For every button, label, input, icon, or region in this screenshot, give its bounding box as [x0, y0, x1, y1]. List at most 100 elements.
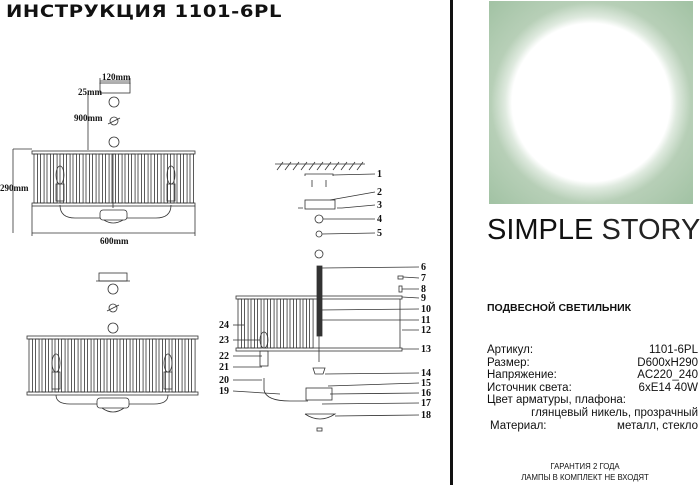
dim-height: 290mm: [0, 183, 29, 193]
glass-rod: [289, 298, 294, 349]
warranty-note: ГАРАНТИЯ 2 ГОДА: [550, 462, 620, 471]
glass-rod: [67, 338, 72, 393]
part-number: 4: [377, 214, 382, 225]
bulb-right: [166, 165, 176, 202]
spec-value: металл, стекло: [617, 419, 698, 432]
glass-rod: [178, 338, 183, 393]
spec-value: 6xE14 40W: [638, 381, 698, 394]
glass-rod: [158, 338, 163, 393]
glass-rod: [59, 153, 64, 204]
leader-line: [334, 414, 420, 417]
part-number: 2: [377, 187, 382, 198]
footer-notes: ГАРАНТИЯ 2 ГОДА ЛАМПЫ В КОМПЛЕКТ НЕ ВХОД…: [470, 461, 700, 483]
leader-line: [321, 402, 420, 405]
brand-logo: SIMPLE STORY: [487, 214, 700, 247]
glass-rod: [61, 338, 66, 393]
part-number: 16: [421, 388, 431, 399]
glass-rod: [48, 338, 53, 393]
color-label: Цвет арматуры, плафона:: [487, 394, 627, 407]
leader-line: [324, 372, 420, 375]
glass-rod: [79, 153, 84, 204]
spec-label: Размер:: [487, 356, 530, 369]
glass-rod: [132, 338, 137, 393]
part-number: 24: [219, 320, 229, 331]
glass-rod: [35, 338, 40, 393]
leader-line: [332, 173, 376, 176]
glass-rod: [46, 153, 51, 204]
shade: [31, 150, 196, 208]
leader-line: [232, 390, 281, 395]
glass-rod: [184, 338, 189, 393]
glass-rod: [124, 153, 129, 204]
glass-rod: [183, 153, 188, 204]
glass-rod: [250, 298, 255, 349]
glass-rod: [302, 298, 307, 349]
glass-rod: [85, 153, 90, 204]
dim-canopy-width: 120mm: [102, 72, 131, 82]
glass-rod: [263, 298, 268, 349]
spec-row: Размер:D600xH290: [487, 357, 698, 370]
spec-label: Напряжение:: [487, 369, 557, 382]
leader-line: [321, 232, 376, 235]
part-number: 13: [421, 344, 431, 355]
brand-image: [489, 1, 693, 204]
glass-rod: [92, 153, 97, 204]
glass-rod: [33, 153, 38, 204]
part-number: 23: [219, 335, 229, 346]
leader-line: [329, 191, 376, 201]
part-number: 1: [377, 169, 382, 180]
glass-rod: [144, 153, 149, 204]
part-number: 8: [421, 284, 426, 295]
dim-diameter: 600mm: [100, 236, 129, 246]
glass-rod: [74, 338, 79, 393]
glass-rod: [296, 298, 301, 349]
technical-drawings: 120mm 25mm 900mm 290mm 600mm 12345678910…: [0, 72, 431, 432]
part-number: 11: [421, 315, 430, 326]
glass-rod: [150, 153, 155, 204]
glass-rod: [137, 153, 142, 204]
part-number: 22: [219, 351, 229, 362]
part-number: 19: [219, 386, 229, 397]
glass-rod: [66, 153, 71, 204]
spec-row: Напряжение:AC220_240: [487, 369, 698, 382]
spec-label: Материал:: [490, 419, 547, 432]
spec-row: Источник света:6xE14 40W: [487, 382, 698, 395]
glass-rod: [111, 153, 116, 204]
glass-rod: [40, 153, 45, 204]
bulb-left: [55, 165, 65, 202]
leader-line: [319, 308, 420, 311]
leader-line: [321, 266, 420, 269]
specs-table: Артикул:1101-6PL Размер:D600xH290 Напряж…: [487, 344, 698, 432]
glass-rod: [54, 338, 59, 393]
leader-line: [401, 296, 420, 299]
spec-row-material: Материал: металл, стекло: [487, 420, 698, 433]
glass-rod: [270, 298, 275, 349]
leader-line: [341, 204, 376, 209]
glass-rod: [87, 338, 92, 393]
lamps-note: ЛАМПЫ В КОМПЛЕКТ НЕ ВХОДЯТ: [521, 473, 649, 482]
glass-rod: [41, 338, 46, 393]
glass-rod: [170, 153, 175, 204]
part-number: 5: [377, 228, 382, 239]
glass-rod: [244, 298, 249, 349]
glass-rod: [126, 338, 131, 393]
front-view: [26, 272, 199, 413]
part-number: 18: [421, 410, 431, 421]
glass-rod: [72, 153, 77, 204]
glass-rod: [176, 153, 181, 204]
glass-rod: [118, 153, 123, 204]
leader-line: [402, 276, 420, 279]
glass-rod: [106, 338, 111, 393]
color-value: глянцевый никель, прозрачный: [531, 406, 698, 419]
glass-rod: [139, 338, 144, 393]
glass-rod: [191, 338, 196, 393]
glass-rod: [152, 338, 157, 393]
spec-row: Артикул:1101-6PL: [487, 344, 698, 357]
part-number: 7: [421, 273, 426, 284]
glass-rod: [93, 338, 98, 393]
product-type: ПОДВЕСНОЙ СВЕТИЛЬНИК: [487, 302, 632, 314]
part-number: 17: [421, 398, 431, 409]
glass-rod: [98, 153, 103, 204]
glass-rod: [165, 338, 170, 393]
dimensioned-front-view: 120mm 25mm 900mm 290mm 600mm: [0, 72, 196, 246]
